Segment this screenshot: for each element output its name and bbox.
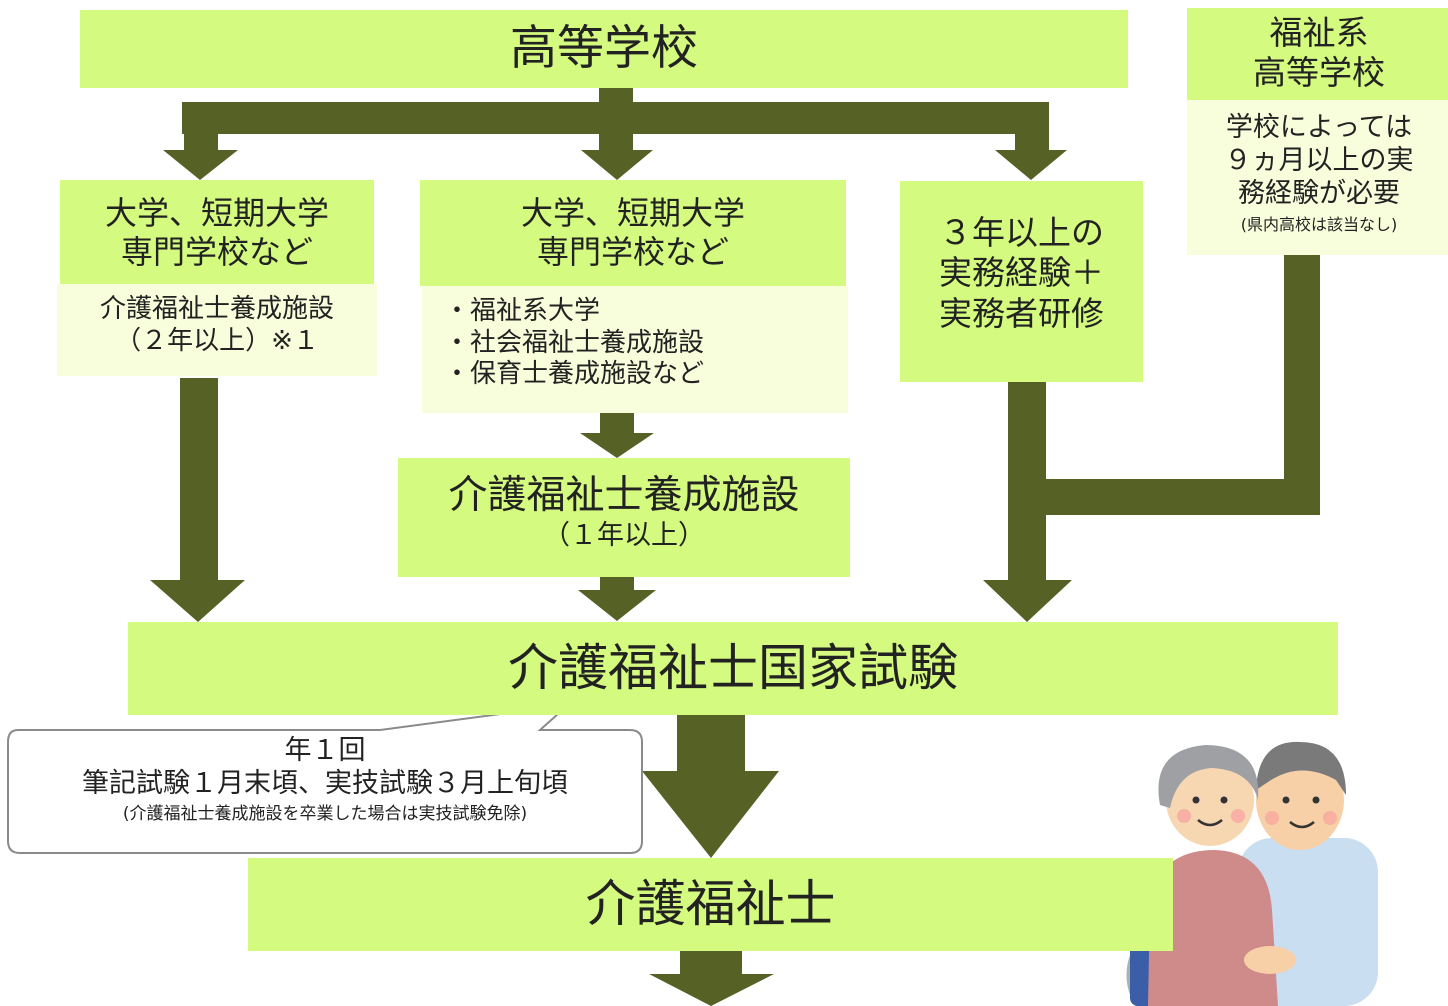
node-work-experience: ３年以上の 実務経験＋ 実務者研修 (900, 181, 1143, 382)
arrow-left-to-exam (150, 580, 245, 622)
univ-left-note-1: 介護福祉士養成施設 (99, 294, 334, 324)
callout-line-3: (介護福祉士養成施設を卒業した場合は実技試験免除) (122, 803, 528, 824)
node-welfare-high-school: 福祉系 高等学校 (1187, 8, 1448, 100)
node-univ-left: 大学、短期大学 専門学校など (60, 180, 374, 284)
node-high-school-label: 高等学校 (510, 21, 698, 76)
univ-left-note: 介護福祉士養成施設 （２年以上）※１ (57, 284, 377, 376)
connector-drop-left (184, 102, 218, 152)
arrow-exam-to-certified (642, 771, 779, 858)
connector-exam-col (677, 715, 745, 773)
univ-mid-title-1: 大学、短期大学 (520, 194, 745, 232)
univ-mid-item-2: ・社会福祉士養成施設 (444, 327, 705, 358)
arrow-bottom (649, 974, 774, 1006)
arrow-right-to-exam (983, 580, 1072, 622)
univ-mid-list: ・福祉系大学 ・社会福祉士養成施設 ・保育士養成施設など (422, 286, 848, 413)
univ-left-title-1: 大学、短期大学 (104, 194, 329, 232)
welfare-hs-note-3: 務経験が必要 (1238, 177, 1400, 209)
connector-mid-col (600, 413, 634, 435)
univ-mid-title-2: 専門学校など (536, 233, 729, 272)
arrow-to-univ-mid (581, 150, 653, 180)
certified-care-worker-label: 介護福祉士 (585, 875, 836, 933)
callout-line-1: 年１回 (284, 735, 366, 766)
univ-mid-item-1: ・福祉系大学 (444, 296, 601, 326)
callout-line-2: 筆記試験１月末頃、実技試験３月上旬頃 (82, 767, 568, 799)
welfare-hs-title-2: 高等学校 (1253, 53, 1385, 93)
welfare-hs-note-small: (県内高校は該当なし) (1240, 214, 1398, 234)
welfare-hs-note-2: ９ヵ月以上の実 (1224, 144, 1414, 176)
callout-bubble (7, 703, 643, 854)
univ-left-title-2: 専門学校など (120, 233, 313, 272)
welfare-hs-title-1: 福祉系 (1269, 13, 1369, 52)
connector-drop-right (1015, 102, 1049, 152)
univ-mid-item-3: ・保育士養成施設など (444, 359, 705, 390)
node-training-facility: 介護福祉士養成施設 （１年以上） (398, 458, 850, 577)
connector-join-bar (1008, 479, 1320, 515)
exam-schedule-callout: 年１回 筆記試験１月末頃、実技試験３月上旬頃 (介護福祉士養成施設を卒業した場合… (8, 735, 642, 825)
training-facility-title: 介護福祉士養成施設 (448, 473, 800, 518)
arrow-training-to-exam (578, 590, 656, 621)
node-univ-mid: 大学、短期大学 専門学校など (420, 180, 846, 286)
training-facility-sub: （１年以上） (543, 519, 705, 551)
welfare-hs-note: 学校によっては ９ヵ月以上の実 務経験が必要 (県内高校は該当なし) (1187, 100, 1448, 255)
experience-line-2: 実務経験＋ (939, 253, 1104, 293)
national-exam-label: 介護福祉士国家試験 (508, 639, 958, 697)
welfare-hs-note-1: 学校によっては (1225, 112, 1413, 143)
connector-left-col (180, 378, 218, 582)
arrow-to-univ-left (163, 150, 238, 180)
node-high-school: 高等学校 (80, 10, 1128, 88)
node-national-exam: 介護福祉士国家試験 (128, 622, 1338, 715)
arrow-to-training (580, 433, 654, 458)
connector-bottom-col (680, 951, 742, 976)
experience-line-3: 実務者研修 (939, 293, 1104, 333)
experience-line-1: ３年以上の (939, 213, 1104, 252)
univ-left-note-2: （２年以上）※１ (115, 325, 319, 356)
node-certified-care-worker: 介護福祉士 (248, 858, 1173, 951)
connector-drop-mid (599, 102, 633, 152)
connector-mid-col-2 (600, 577, 634, 591)
connector-welfare-col (1284, 255, 1320, 515)
arrow-to-experience (995, 150, 1067, 180)
